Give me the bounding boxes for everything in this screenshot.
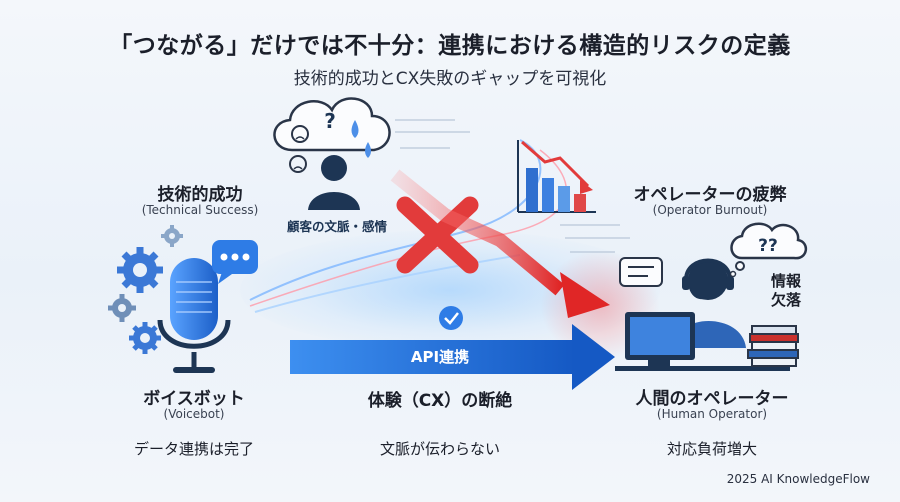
technical-success-heading-en: (Technical Success) <box>141 203 259 217</box>
footer-credit: 2025 AI KnowledgeFlow <box>726 472 870 486</box>
cx-disconnect-heading: 体験（CX）の断絶 <box>367 391 513 411</box>
gear-icon <box>117 247 163 293</box>
gear-icon <box>129 322 161 354</box>
data-lines-decoration <box>395 119 630 253</box>
page-subtitle: 技術的成功とCX失敗のギャップを可視化 <box>293 69 607 89</box>
human-operator-label: 人間のオペレーター <box>635 389 789 409</box>
question-mark: ? <box>324 109 336 133</box>
gear-icon <box>108 294 136 322</box>
customer-thought-icon <box>273 97 391 210</box>
technical-success-heading: 技術的成功 <box>157 185 243 205</box>
gear-icon <box>161 225 183 247</box>
voicebot-status: データ連携は完了 <box>133 440 254 458</box>
voicebot-label-en: (Voicebot) <box>163 407 225 421</box>
document-stack-icon <box>747 325 799 367</box>
operator-question-marks: ?? <box>758 236 778 256</box>
voicebot-label: ボイスボット <box>143 389 245 409</box>
decline-arrow-shaft <box>390 169 565 296</box>
operator-burnout-heading: オペレーターの疲弊 <box>633 185 787 205</box>
api-arrow-label: API連携 <box>410 348 470 366</box>
missing-info-line-2: 欠落 <box>770 291 801 309</box>
operator-headset-icon <box>615 258 790 371</box>
missing-info-line-1: 情報 <box>770 272 801 290</box>
operator-burnout-heading-en: (Operator Burnout) <box>652 203 768 217</box>
declining-chart-icon <box>517 140 596 213</box>
question-bubble-icon <box>729 222 807 278</box>
missing-info-label: 情報 欠落 <box>756 272 816 310</box>
operator-status: 対応負荷増大 <box>666 440 757 458</box>
chat-bubble-icon <box>212 240 258 284</box>
decline-arrow-head <box>560 272 610 318</box>
microphone-icon <box>157 258 231 373</box>
chat-bubble-icon <box>619 257 663 287</box>
page-title: 「つながる」だけでは不十分：連携における構造的リスクの定義 <box>109 33 791 59</box>
check-icon <box>439 306 463 330</box>
human-operator-label-en: (Human Operator) <box>656 407 768 421</box>
cx-disconnect-status: 文脈が伝わらない <box>379 440 500 458</box>
api-arrow <box>290 324 615 390</box>
customer-context-label: 顧客の文脈・感情 <box>286 219 387 234</box>
